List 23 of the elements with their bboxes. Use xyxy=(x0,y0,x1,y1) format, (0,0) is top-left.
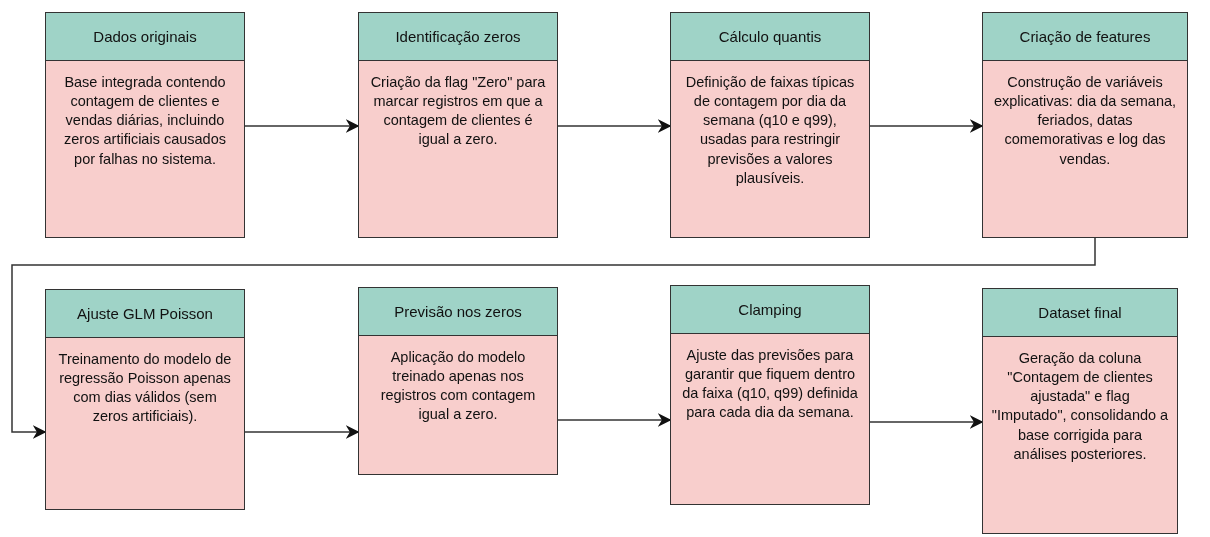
arrow xyxy=(557,119,672,133)
card-header: Dataset final xyxy=(983,289,1177,337)
card-header: Clamping xyxy=(671,286,869,334)
process-card xyxy=(982,12,1188,238)
process-card xyxy=(45,289,245,510)
process-card xyxy=(45,12,245,238)
card-header: Criação de features xyxy=(983,13,1187,61)
process-card xyxy=(982,288,1178,534)
arrow xyxy=(869,119,984,133)
card-header: Cálculo quantis xyxy=(671,13,869,61)
card-header: Identificação zeros xyxy=(359,13,557,61)
process-card xyxy=(670,285,870,505)
card-header: Dados originais xyxy=(46,13,244,61)
card-header: Previsão nos zeros xyxy=(359,288,557,336)
process-card xyxy=(358,12,558,238)
arrow xyxy=(244,425,360,439)
process-card xyxy=(670,12,870,238)
process-card xyxy=(358,287,558,475)
arrow xyxy=(869,415,984,429)
arrow xyxy=(11,237,1096,439)
card-header: Ajuste GLM Poisson xyxy=(46,290,244,338)
arrow xyxy=(557,413,672,427)
arrow xyxy=(244,119,360,133)
